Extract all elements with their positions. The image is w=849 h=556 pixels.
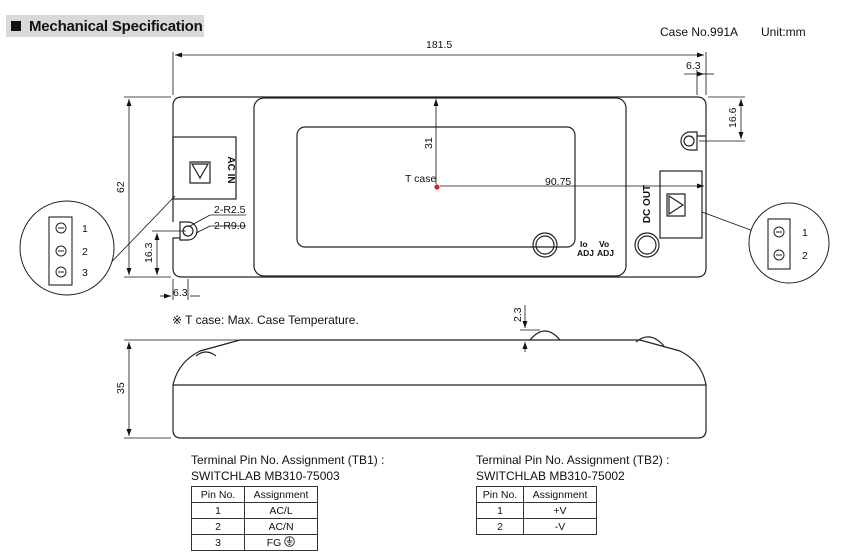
ac-in-connector [172, 136, 237, 200]
ground-icon [284, 536, 296, 547]
tb2-row2-assign: -V [523, 518, 597, 535]
tb1-table: Pin No. Assignment 1 AC/L 2 AC/N 3 FG [191, 486, 318, 551]
dim-label-left-mount: 16.3 [143, 242, 155, 263]
table-row: 2 AC/N [191, 518, 318, 535]
vo-adj-label-1: Vo [599, 239, 609, 249]
ac-in-label-group: AC IN [225, 156, 236, 183]
vo-adj-pot-inner [637, 235, 657, 255]
dim-label-right-mount: 16.6 [727, 107, 739, 128]
slot-radius-b-label: 2-R9.0 [214, 220, 246, 232]
vo-adj-label-2: ADJ [597, 248, 614, 258]
table-row: 3 FG [191, 534, 318, 551]
table-header-row: Pin No. Assignment [476, 486, 597, 503]
tb1-row3-assign: FG [266, 537, 282, 549]
top-panel [253, 97, 627, 277]
dim-label-height: 62 [115, 181, 127, 193]
dc-out-label-group: DC OUT [642, 185, 653, 223]
top-view [172, 96, 707, 278]
right-pot-bump [635, 336, 665, 347]
tb2-table: Pin No. Assignment 1 +V 2 -V [476, 486, 597, 535]
dim-label-knob: 2.3 [512, 307, 524, 322]
tb2-header-pin: Pin No. [476, 486, 524, 503]
side-view [172, 330, 707, 439]
table-row: 1 +V [476, 502, 597, 519]
tb2-header-assign: Assignment [523, 486, 597, 503]
dim-label-tcase-y: 31 [423, 137, 435, 149]
vo-adj-pot [634, 232, 660, 258]
io-adj-pot-inner [535, 235, 555, 255]
tb2-title: Terminal Pin No. Assignment (TB2) : [476, 453, 670, 467]
tb1-header-pin: Pin No. [191, 486, 245, 503]
left-pot-bump [195, 351, 217, 357]
tb1-detail: 1 2 3 [19, 195, 176, 296]
section-header: Mechanical Specification [6, 15, 204, 37]
tb1-row2-assign: AC/N [244, 518, 318, 535]
square-bullet-icon [11, 21, 21, 31]
knob-bump [529, 330, 561, 341]
ac-in-label: AC IN [225, 156, 236, 183]
side-outline [172, 339, 707, 439]
unit-label: Unit:mm [761, 25, 806, 39]
ac-terminal-icon [189, 161, 211, 184]
side-dimensions [124, 305, 540, 439]
table-header-row: Pin No. Assignment [191, 486, 318, 503]
tb1-pin-2: 2 [82, 246, 88, 258]
dim-label-tcase-x: 90.75 [545, 176, 571, 188]
dc-out-label: DC OUT [642, 185, 653, 223]
tb2-row1-pin: 1 [476, 502, 524, 519]
dim-label-overall: 181.5 [426, 39, 452, 51]
case-outline [172, 96, 707, 278]
io-adj-label-2: ADJ [577, 248, 594, 258]
tb1-title: Terminal Pin No. Assignment (TB1) : [191, 453, 385, 467]
tb1-part: SWITCHLAB MB310-75003 [191, 469, 340, 483]
dim-label-thickness: 35 [115, 382, 127, 394]
section-title: Mechanical Specification [29, 17, 203, 35]
dim-label-left-offset: 6.3 [173, 287, 188, 299]
table-row: 2 -V [476, 518, 597, 535]
tb1-row3-assign-cell: FG [244, 534, 318, 551]
tb1-row3-pin: 3 [191, 534, 245, 551]
tcase-label: T case [405, 173, 436, 185]
tb1-row2-pin: 2 [191, 518, 245, 535]
tb1-pin-1: 1 [82, 223, 88, 235]
tb1-row1-pin: 1 [191, 502, 245, 519]
tb2-pin-1: 1 [802, 227, 808, 239]
case-number: Case No.991A [660, 25, 739, 39]
tcase-note: ※ T case: Max. Case Temperature. [172, 313, 359, 327]
tb2-row1-assign: +V [523, 502, 597, 519]
dc-out-connector [659, 170, 703, 239]
tb2-pin-2: 2 [802, 250, 808, 262]
tb2-part: SWITCHLAB MB310-75002 [476, 469, 625, 483]
tb1-pin-3: 3 [82, 267, 88, 279]
top-dimensions [124, 52, 745, 300]
slot-radius-a-label: 2-R2.5 [214, 204, 246, 216]
tb1-row1-assign: AC/L [244, 502, 318, 519]
tb2-detail: 1 2 [701, 202, 830, 284]
tb2-row2-pin: 2 [476, 518, 524, 535]
io-adj-pot [532, 232, 558, 258]
table-row: 1 AC/L [191, 502, 318, 519]
tcase-point-marker [434, 184, 440, 190]
right-mount-hole [683, 135, 695, 147]
dim-label-right-offset: 6.3 [686, 60, 701, 72]
io-adj-label-1: Io [580, 239, 588, 249]
dc-terminal-icon [666, 193, 686, 217]
tb1-header-assign: Assignment [244, 486, 318, 503]
